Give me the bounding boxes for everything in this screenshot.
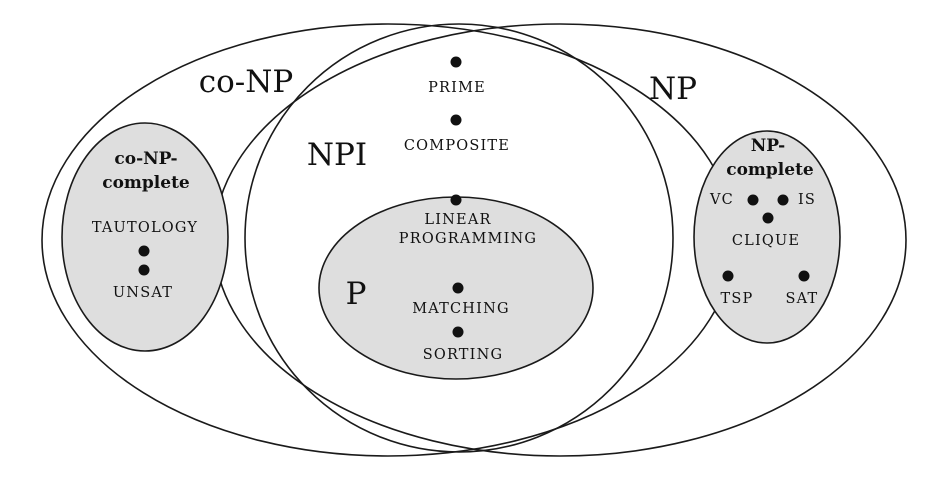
npi-label: NPI [307,137,367,173]
sorting-dot [452,326,464,338]
prime-label: PRIME [428,80,486,96]
np-label: NP [649,71,697,107]
np-complete-label-line1: NP- [751,136,785,156]
conp-complete-label-line2: complete [102,173,190,193]
sat-dot [798,270,810,282]
vc-label: VC [709,192,734,208]
tautology-dot [138,245,150,257]
sat-label: SAT [786,291,819,307]
tsp-label: TSP [721,291,754,307]
conp-complete-region [61,122,229,352]
conp-complete-label-line1: co-NP- [114,149,177,169]
linear-label-line1: LINEAR [424,212,491,228]
p-label: P [346,276,367,312]
prime-dot [450,56,462,68]
is-dot [777,194,789,206]
unsat-label: UNSAT [113,285,173,301]
vc-dot [747,194,759,206]
linear-label-line2: PROGRAMMING [399,231,537,247]
npi-region [244,23,674,453]
linear-programming-dot [450,194,462,206]
clique-label: CLIQUE [732,233,800,249]
tsp-dot [722,270,734,282]
conp-label: co-NP [199,64,293,100]
np-complete-region [693,130,841,344]
sorting-label: SORTING [423,347,504,363]
matching-dot [452,282,464,294]
composite-label: COMPOSITE [404,138,510,154]
np-complete-label-line2: complete [726,160,814,180]
unsat-dot [138,264,150,276]
is-label: IS [798,192,816,208]
composite-dot [450,114,462,126]
clique-dot [762,212,774,224]
matching-label: MATCHING [412,301,510,317]
tautology-label: TAUTOLOGY [92,220,198,236]
